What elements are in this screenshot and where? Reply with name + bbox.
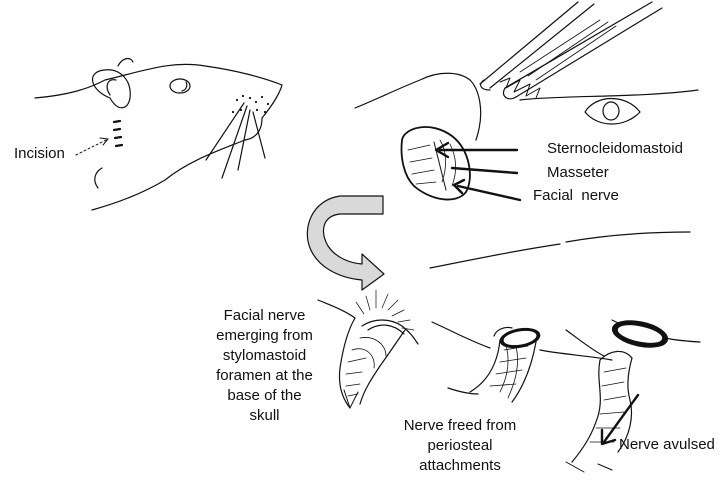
nerve-avulsed-label: Nerve avulsed (619, 435, 715, 455)
caption-line: attachments (386, 456, 534, 476)
rat-head-drawing (35, 59, 282, 210)
transition-arrow (307, 196, 384, 290)
caption-line: foramen at the (202, 366, 327, 386)
caption-line: stylomastoid (202, 346, 327, 366)
caption-line: base of the (202, 386, 327, 406)
caption-line: emerging from (202, 326, 327, 346)
forceps-drawing (480, 2, 662, 99)
facial-nerve-label: Facial nerve (533, 186, 619, 206)
caption-line: Nerve freed from (386, 416, 534, 436)
nerve-emerging-caption: Facial nerve emerging from stylomastoid … (202, 306, 327, 426)
neck-dissection-drawing (355, 73, 698, 268)
incision-label: Incision (14, 144, 65, 164)
caption-line: skull (202, 406, 327, 426)
nerve-emerging-drawing (318, 290, 418, 408)
caption-line: Facial nerve (202, 306, 327, 326)
caption-line: periosteal (386, 436, 534, 456)
masseter-label: Masseter (547, 163, 609, 183)
nerve-freed-drawing (432, 322, 612, 402)
nerve-freed-caption: Nerve freed from periosteal attachments (386, 416, 534, 476)
sternocleidomastoid-label: Sternocleidomastoid (547, 139, 683, 159)
